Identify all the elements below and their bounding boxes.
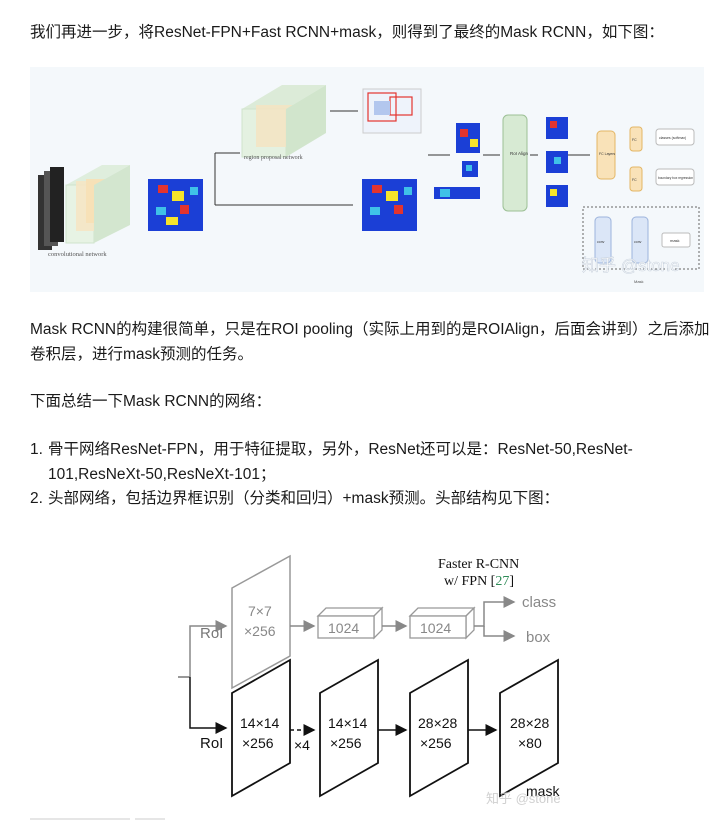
head-architecture-figure: Faster R-CNN w/ FPN [27] RoI RoI 7×7 ×25… <box>178 548 580 816</box>
bottom-branch-arrow <box>189 677 228 734</box>
head-title-line2: w/ FPN [27] <box>444 574 514 589</box>
fc-block-1 <box>629 126 643 152</box>
mask-conv-1 <box>594 216 612 264</box>
bottom-divider-short <box>135 818 165 820</box>
roialign-block <box>502 114 528 212</box>
fc-layers-block <box>596 130 616 180</box>
list-item-text-continued: 101,ResNeXt-50,ResNeXt-101； <box>48 466 276 483</box>
class-arrow <box>474 596 516 627</box>
mask-feature-box-3 <box>409 658 469 798</box>
classes-label: classes (softmax) <box>659 136 686 140</box>
list-item: 1. 骨干网络ResNet-FPN，用于特征提取，另外，ResNet还可以是：Re… <box>30 437 720 487</box>
fc2-box <box>409 615 467 639</box>
b4-size-line1: 28×28 <box>510 715 550 731</box>
bottom-divider <box>30 818 130 820</box>
list-item-number: 1. <box>30 441 43 458</box>
b4-size-line2: ×80 <box>518 735 542 751</box>
mask-rcnn-architecture-figure: convolutional network region proposal ne… <box>30 67 704 292</box>
top-branch-arrow <box>189 620 228 677</box>
box-arrow <box>483 626 516 642</box>
bbox-box <box>655 168 695 186</box>
mask-feature-box-2 <box>319 658 379 798</box>
mask-feature-box-4 <box>499 658 559 798</box>
intro-paragraph: 我们再进一步，将ResNet-FPN+Fast RCNN+mask，则得到了最终… <box>30 24 664 41</box>
mask-conv-label-2: conv <box>634 240 642 244</box>
summary-paragraph: 下面总结一下Mask RCNN的网络： <box>30 393 272 410</box>
b3-size-line1: 28×28 <box>418 715 458 731</box>
roialign-label: RoI Align <box>510 151 529 156</box>
rpn-label: region proposal network <box>244 155 303 161</box>
mask-branch-box <box>582 206 700 270</box>
bbox-label: boundary box regression <box>658 176 693 180</box>
input-image-stack <box>38 167 64 250</box>
box-output-label: box <box>526 629 551 646</box>
convolutional-network-label: convolutional network <box>48 251 107 258</box>
mask-conv-2 <box>631 216 649 264</box>
bottom-roi-label: RoI <box>200 735 223 752</box>
mask-output-label: mask <box>670 238 680 243</box>
list-item-number: 2. <box>30 490 43 507</box>
list-item: 2. 头部网络，包括边界框识别（分类和回归）+mask预测。头部结构见下图： <box>30 486 720 511</box>
figure2-watermark: 知乎 @stone <box>486 791 561 806</box>
b2-size-line2: ×256 <box>330 735 362 751</box>
fc1-box <box>317 615 375 639</box>
top-roi-label: RoI <box>200 625 223 642</box>
mask-output-label: mask <box>526 783 560 799</box>
head-title-line1: Faster R-CNN <box>438 557 519 572</box>
roi-crops <box>434 123 480 199</box>
top-box-size-line2: ×256 <box>244 623 276 639</box>
b3-size-line2: ×256 <box>420 735 452 751</box>
mask-caption: Mask <box>634 279 644 284</box>
repeat-label: ×4 <box>294 737 310 753</box>
mask-description-paragraph: Mask RCNN的构建很简单，只是在ROI pooling（实际上用到的是RO… <box>30 321 710 363</box>
top-roi-feature-box <box>231 554 291 690</box>
feature-map-1 <box>148 179 203 231</box>
top-box-size-line1: 7×7 <box>248 603 272 619</box>
mask-feature-box-1 <box>231 658 291 798</box>
b1-size-line2: ×256 <box>242 735 274 751</box>
b2-size-line1: 14×14 <box>328 715 368 731</box>
fc1-label: 1024 <box>328 620 359 636</box>
fc2-label: 1024 <box>420 620 451 636</box>
rpn-proposals-image <box>362 88 422 134</box>
flow-arrows <box>214 110 590 206</box>
fc-layers-label: FC Layers <box>599 152 615 156</box>
class-output-label: class <box>522 594 556 611</box>
classes-box <box>655 128 695 146</box>
fc-label-2: FC <box>632 178 637 182</box>
mask-output-box <box>661 232 691 248</box>
aligned-maps <box>546 117 568 207</box>
figure1-watermark: 知乎 @stone <box>582 256 680 275</box>
list-item-text: 骨干网络ResNet-FPN，用于特征提取，另外，ResNet还可以是：ResN… <box>48 441 633 458</box>
b1-size-line1: 14×14 <box>240 715 280 731</box>
fc-block-2 <box>629 166 643 192</box>
fc-label-1: FC <box>632 138 637 142</box>
convolutional-network-prism <box>65 165 130 244</box>
mask-conv-label-1: conv <box>597 240 605 244</box>
feature-map-2 <box>362 179 417 231</box>
rpn-prism <box>241 85 326 158</box>
list-item-text: 头部网络，包括边界框识别（分类和回归）+mask预测。头部结构见下图： <box>48 490 560 507</box>
